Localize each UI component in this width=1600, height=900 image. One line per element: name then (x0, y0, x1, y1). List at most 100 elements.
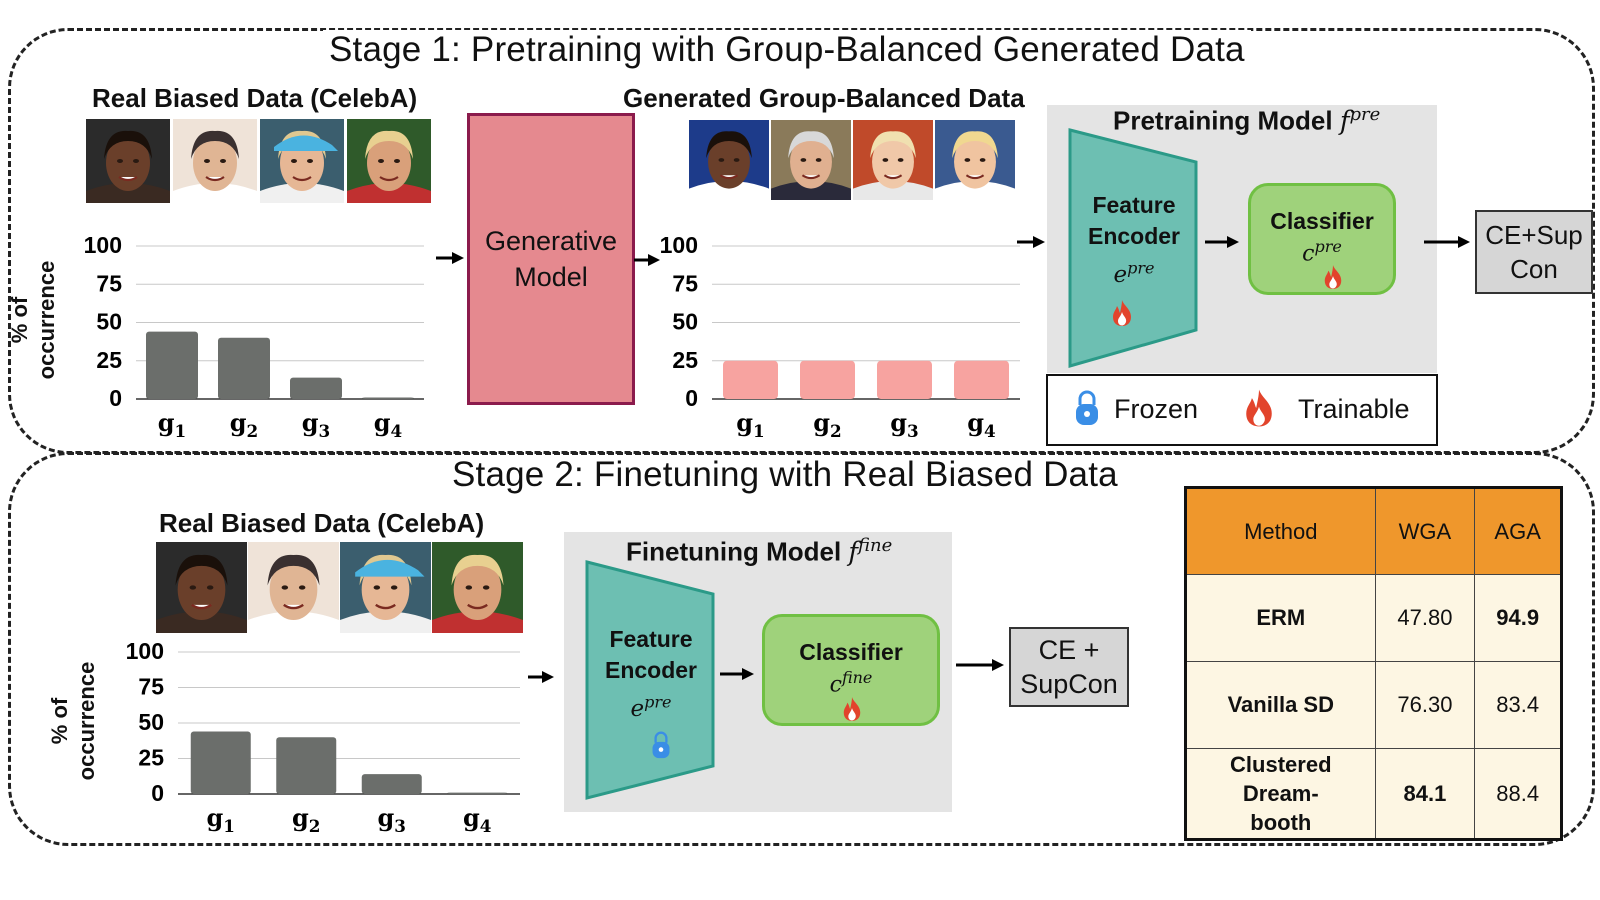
y-axis-line1: % of (47, 697, 72, 745)
x-tick-label: g1 (736, 408, 764, 441)
face-photo (432, 542, 523, 633)
x-tick-label: g2 (230, 408, 258, 441)
x-tick-label: g4 (374, 408, 402, 441)
y-tick-label: 75 (138, 674, 164, 700)
bar (954, 360, 1009, 399)
classifier-symbol: c (829, 672, 842, 698)
table-cell-wga: 84.1 (1374, 748, 1476, 840)
x-tick-label: g3 (890, 408, 918, 441)
table-cell-wga: 76.30 (1374, 661, 1476, 749)
table-header-row: Method WGA AGA (1185, 487, 1562, 575)
loss-line2: Con (1510, 254, 1558, 284)
encoder-symbol: e (1113, 261, 1128, 288)
encoder-line1: Feature (609, 626, 693, 652)
stage1-loss-box: CE+Sup Con (1475, 210, 1593, 294)
arrow-to-finetuning-model (528, 671, 554, 683)
y-tick-label: 0 (685, 385, 698, 411)
table-header-method: Method (1185, 487, 1376, 575)
arrow-encoder-to-classifier (1205, 236, 1239, 248)
face-photo (86, 119, 170, 203)
encoder-line2: Encoder (1087, 223, 1181, 249)
method-line2: Dream- (1242, 781, 1319, 806)
method-line3: booth (1250, 810, 1312, 835)
legend-trainable-label: Trainable (1298, 394, 1410, 424)
finetuning-model-title-text: Finetuning Model (626, 536, 842, 567)
face-photo (347, 119, 431, 203)
encoder-symbol-sup: pre (644, 692, 672, 711)
face-photo (173, 119, 257, 203)
y-axis-line2: occurrence (74, 661, 99, 781)
encoder-symbol: e (630, 695, 645, 722)
loss-line2: SupCon (1020, 669, 1118, 699)
pretraining-model-title-text: Pretraining Model (1113, 105, 1333, 136)
bar (190, 731, 251, 794)
stage1-real-data-title: Real Biased Data (CelebA) (92, 83, 418, 113)
stage2-container (8, 452, 1595, 846)
pretraining-feature-encoder: Feature Encoder epre (1074, 190, 1194, 291)
table-row: Vanilla SD 76.30 83.4 (1185, 661, 1562, 749)
lock-icon (652, 731, 670, 759)
arrow-to-generative-model (436, 252, 464, 264)
finetuning-feature-encoder-shape (585, 560, 715, 800)
finetuning-model-title: Finetuning Model ffine (626, 535, 892, 568)
stage2-title: Stage 2: Finetuning with Real Biased Dat… (446, 455, 1124, 495)
y-tick-label: 100 (84, 232, 122, 258)
stage1-y-axis-label: % of occurrence (6, 255, 60, 385)
x-tick-label: g3 (378, 803, 406, 836)
arrow-classifier-to-loss (1424, 236, 1470, 248)
y-tick-label: 25 (96, 347, 122, 373)
pretraining-model-symbol-sup: pre (1349, 104, 1381, 125)
x-tick-label: g4 (463, 803, 491, 836)
arrow-classifier-to-loss (956, 659, 1004, 671)
table-row: ERM 47.80 94.9 (1185, 574, 1562, 662)
classifier-symbol: c (1302, 241, 1315, 267)
stage2-loss-box: CE + SupCon (1009, 627, 1129, 707)
table-cell-aga: 94.9 (1474, 574, 1562, 662)
x-tick-label: g3 (302, 408, 330, 441)
flame-icon (1113, 300, 1131, 326)
x-tick-label: g2 (813, 408, 841, 441)
generative-model-line2: Model (514, 262, 588, 292)
generative-model-line1: Generative (484, 226, 618, 256)
bar (447, 792, 508, 794)
results-table: Method WGA AGA ERM 47.80 94.9 Vanilla SD… (1184, 486, 1563, 841)
method-line1: Clustered (1230, 752, 1332, 777)
y-tick-label: 25 (138, 745, 164, 771)
legend-frozen-label: Frozen (1114, 394, 1199, 424)
y-tick-label: 75 (672, 270, 698, 296)
table-header-aga: AGA (1474, 487, 1562, 575)
finetuning-model-symbol-sup: fine (858, 535, 893, 556)
y-tick-label: 75 (96, 270, 122, 296)
bar (361, 774, 422, 794)
x-tick-label: g2 (292, 803, 320, 836)
table-cell-wga: 47.80 (1374, 574, 1476, 662)
pretraining-model-symbol: f (1339, 106, 1350, 137)
stage2-real-data-title: Real Biased Data (CelebA) (159, 508, 485, 538)
arrow-from-generative-model (634, 254, 660, 266)
legend: Frozen Trainable (1046, 374, 1438, 446)
bar (800, 360, 855, 399)
encoder-line2: Encoder (604, 657, 698, 683)
y-tick-label: 25 (672, 347, 698, 373)
x-tick-label: g1 (158, 408, 186, 441)
y-tick-label: 50 (672, 309, 698, 335)
bar (877, 360, 932, 399)
classifier-symbol-sup: pre (1314, 237, 1342, 256)
face-photo (340, 542, 431, 633)
table-cell-aga: 88.4 (1474, 748, 1562, 840)
bar (276, 737, 337, 794)
encoder-line1: Feature (1092, 192, 1176, 218)
arrow-to-pretraining-model (1017, 236, 1045, 248)
generative-model-box: Generative Model (467, 113, 635, 405)
stage2-y-axis-label: % of occurrence (46, 656, 100, 786)
table-header-wga: WGA (1374, 487, 1476, 575)
loss-line1: CE + (1038, 635, 1100, 665)
y-tick-label: 50 (138, 709, 164, 735)
bar (290, 377, 342, 399)
lock-icon (1076, 390, 1098, 425)
pretraining-feature-encoder-shape (1068, 128, 1198, 368)
classifier-symbol-sup: fine (841, 668, 873, 687)
x-tick-label: g1 (207, 803, 235, 836)
table-cell-method: Clustered Dream- booth (1185, 748, 1376, 840)
